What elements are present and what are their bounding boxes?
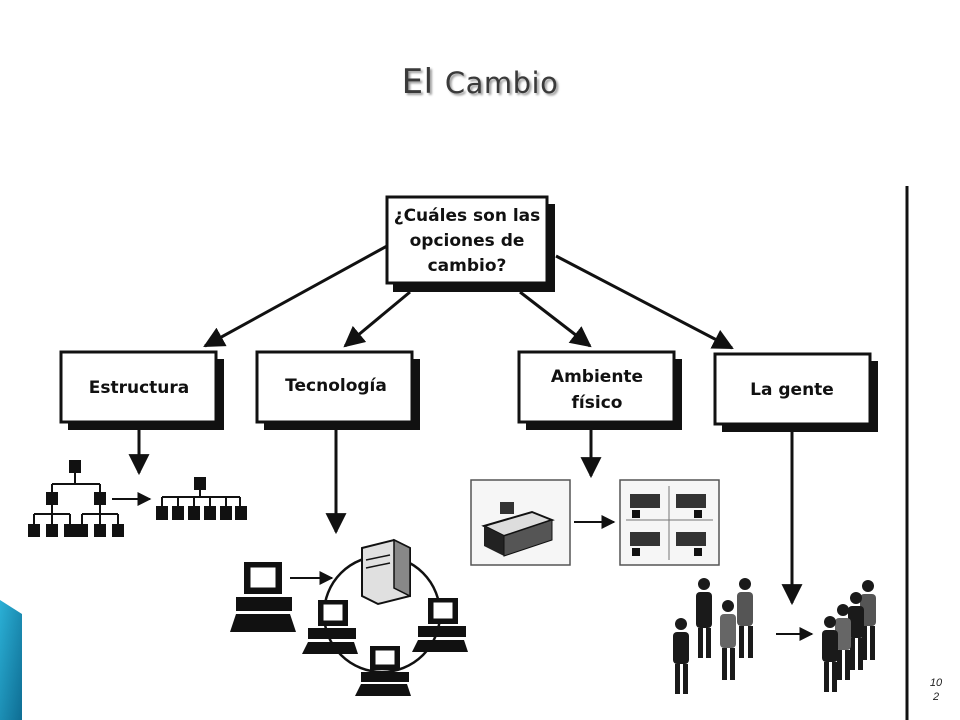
root-arrows xyxy=(203,244,734,350)
page-number-line2: 2 xyxy=(932,691,940,703)
option-box-ambiente: Ambiente físico xyxy=(517,350,682,430)
people-group-before-icon xyxy=(673,578,753,694)
computer-icon-south xyxy=(355,646,411,696)
arrow-to-tecnologia xyxy=(343,290,411,348)
arrow-to-estructura xyxy=(203,244,388,348)
title-word-cambio: Cambio xyxy=(444,66,559,100)
arrow-to-ambiente xyxy=(519,290,592,348)
root-question-box: ¿Cuáles son las opciones de cambio? xyxy=(385,195,555,292)
computer-icon-east xyxy=(412,598,468,652)
title-word-el: El xyxy=(401,62,434,102)
page-number: 10 2 xyxy=(926,676,946,704)
option-label-tecnologia: Tecnología xyxy=(285,376,387,396)
down-arrows xyxy=(128,430,803,606)
option-label-estructura: Estructura xyxy=(89,378,190,398)
office-after-icon xyxy=(619,479,720,566)
arrow-to-la-gente xyxy=(555,254,734,350)
computer-network-icon xyxy=(230,538,468,696)
people-group-after-icon xyxy=(822,580,876,692)
org-chart-hierarchical-icon xyxy=(28,460,124,537)
option-box-estructura: Estructura xyxy=(59,350,224,430)
server-tower-icon xyxy=(361,538,411,606)
option-label-ambiente-line1: Ambiente xyxy=(551,367,643,387)
option-label-la-gente: La gente xyxy=(750,380,834,400)
corner-accent-shape xyxy=(0,600,22,720)
root-label-line2: opciones de xyxy=(410,231,525,251)
root-label-line3: cambio? xyxy=(428,256,507,276)
option-box-la-gente: La gente xyxy=(713,352,878,432)
org-chart-flat-icon xyxy=(156,477,247,520)
computer-icon-west xyxy=(302,600,358,654)
root-label-line1: ¿Cuáles son las xyxy=(394,206,541,226)
slide-title: El Cambio xyxy=(0,62,960,102)
office-before-icon xyxy=(470,479,571,566)
computer-icon-left xyxy=(230,562,296,632)
page-number-line1: 10 xyxy=(929,677,943,689)
option-label-ambiente-line2: físico xyxy=(572,393,623,413)
option-box-tecnologia: Tecnología xyxy=(255,350,420,430)
